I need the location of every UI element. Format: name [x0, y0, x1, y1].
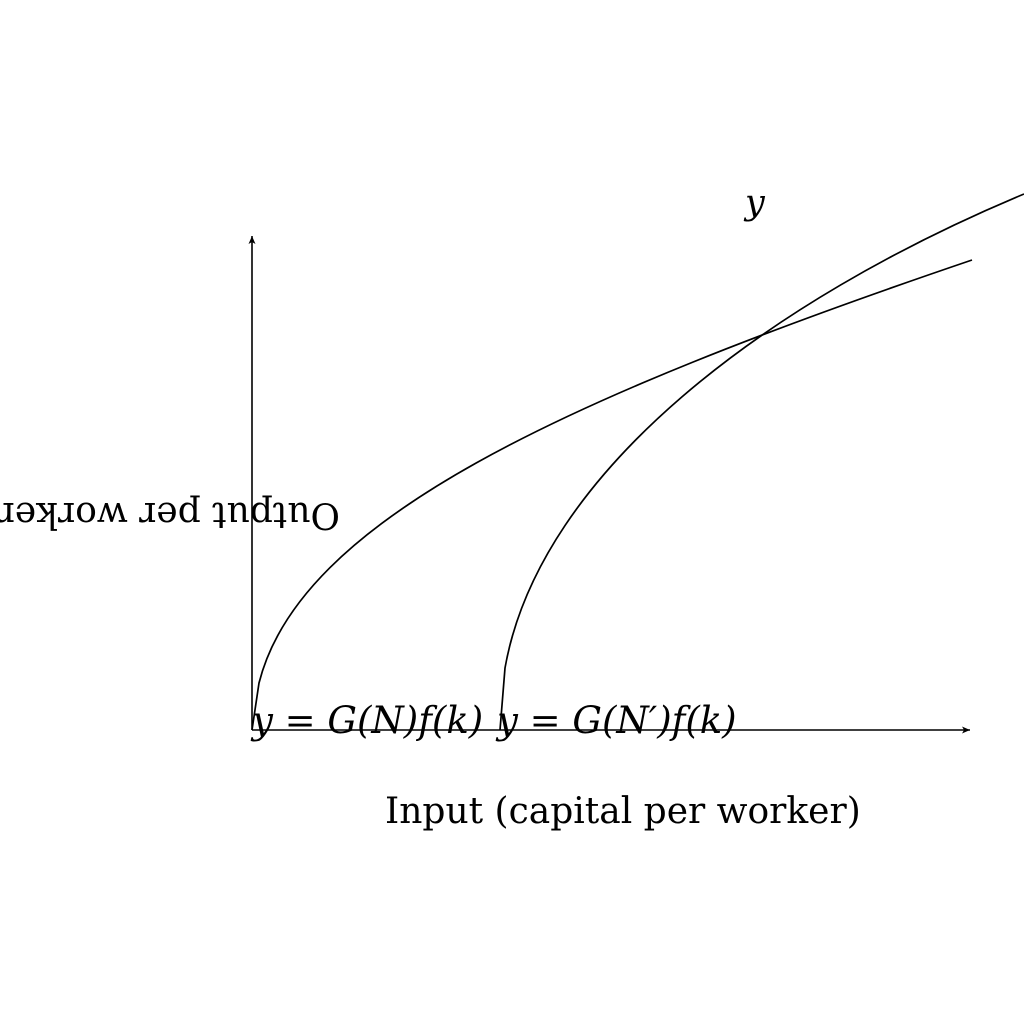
y-axis-label: Output per worker — [0, 494, 340, 535]
curve-g-n-label: y = G(N)f(k) — [250, 699, 483, 742]
curve-g-n — [251, 259, 973, 731]
curve-g-n-prime-label: y = G(N′)f(k) — [495, 699, 737, 742]
x-axis-label: Input (capital per worker) — [385, 791, 861, 832]
y-variable-label: y — [743, 183, 766, 223]
curve-g-n-prime — [499, 193, 1024, 731]
